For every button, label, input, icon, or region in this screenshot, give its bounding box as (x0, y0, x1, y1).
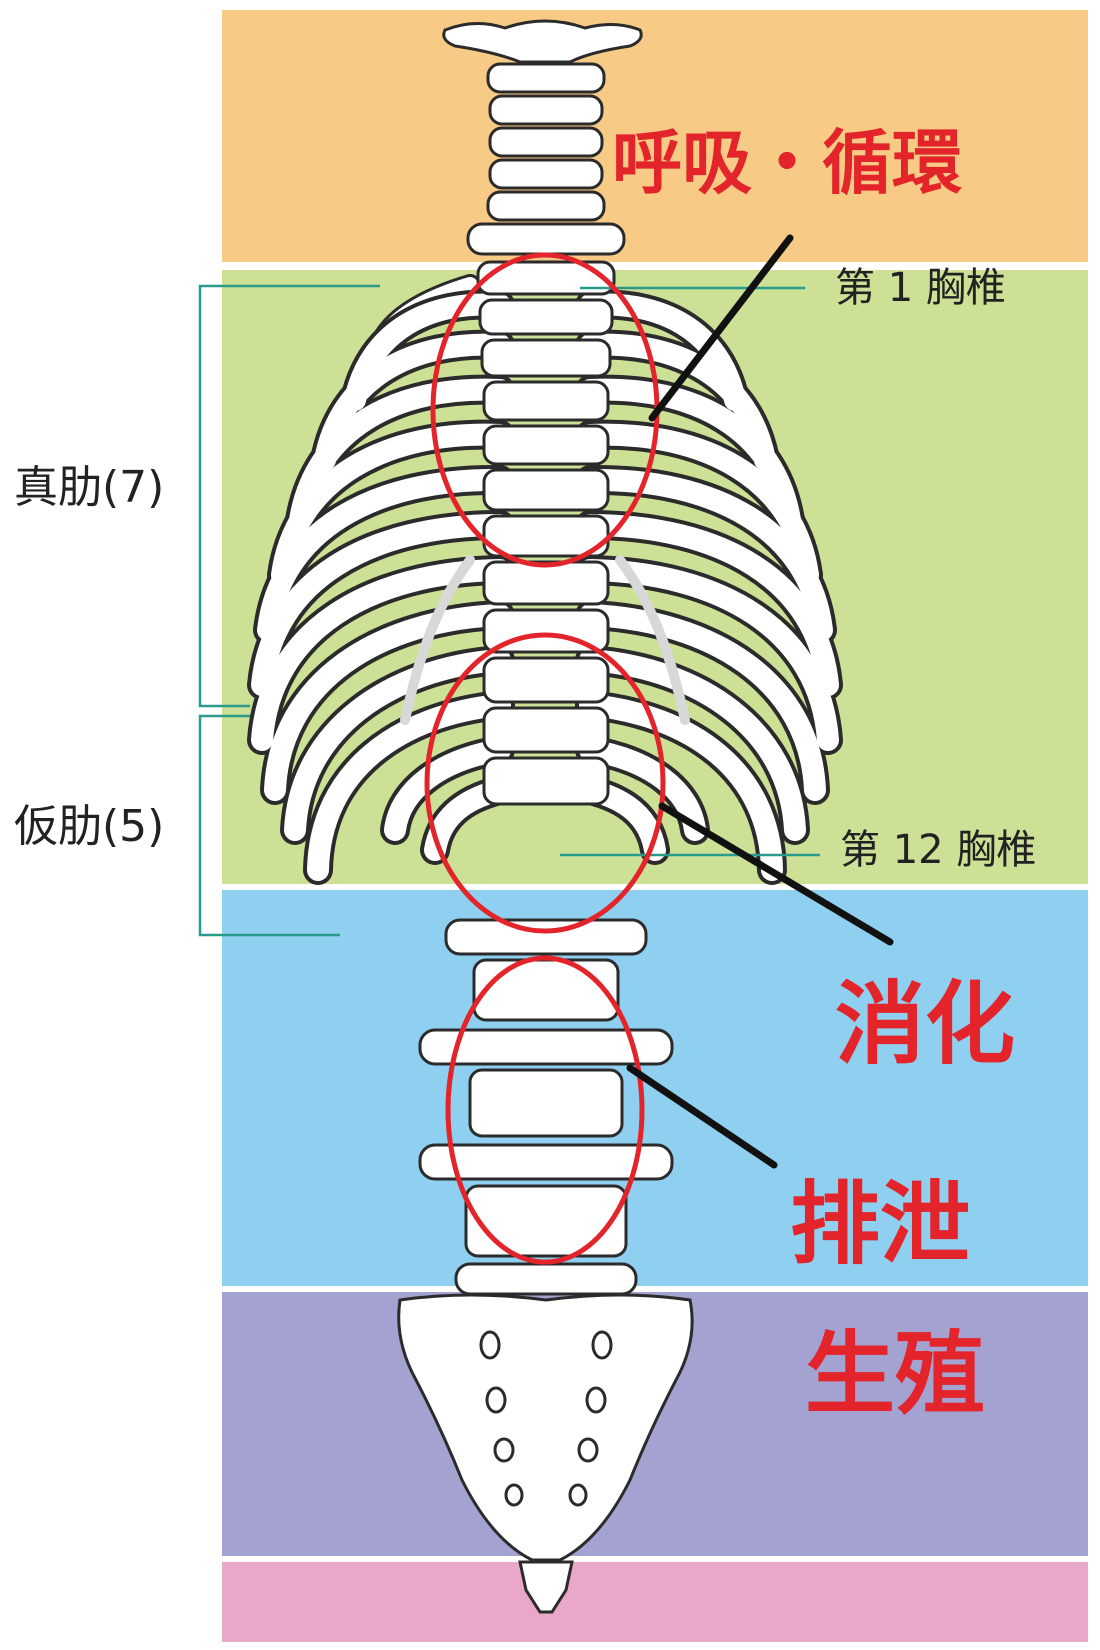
true-ribs-bracket (198, 284, 380, 708)
coccyx-band (222, 1562, 1088, 1642)
respiration-circulation-label: 呼吸・循環 (612, 122, 962, 204)
true-ribs-label: 真肋(7) (14, 462, 165, 513)
false-ribs-bracket (198, 714, 340, 937)
highlight-ellipses (424, 252, 666, 1265)
sacral-foramina (479, 1330, 613, 1507)
leader-lines (626, 234, 894, 1169)
vertebral-column (397, 19, 694, 1614)
lower-thoracic-ellipse (424, 632, 666, 934)
sacrum (397, 1293, 694, 1562)
digestion-label: 消化 (835, 972, 1015, 1077)
lumbar-ellipse (445, 955, 645, 1265)
label-pointers (198, 284, 820, 937)
reproduction-label: 生殖 (805, 1322, 985, 1427)
t12-vertebra-label: 第 12 胸椎 (840, 827, 1037, 873)
cervical-band (222, 10, 1088, 262)
false-ribs-label: 仮肋(5) (14, 801, 165, 852)
ribs (247, 289, 843, 885)
atlas-vertebra (442, 19, 643, 64)
excretion-label: 排泄 (790, 1172, 970, 1277)
coccyx (518, 1560, 574, 1614)
t1-vertebra-label: 第 1 胸椎 (835, 265, 1006, 311)
